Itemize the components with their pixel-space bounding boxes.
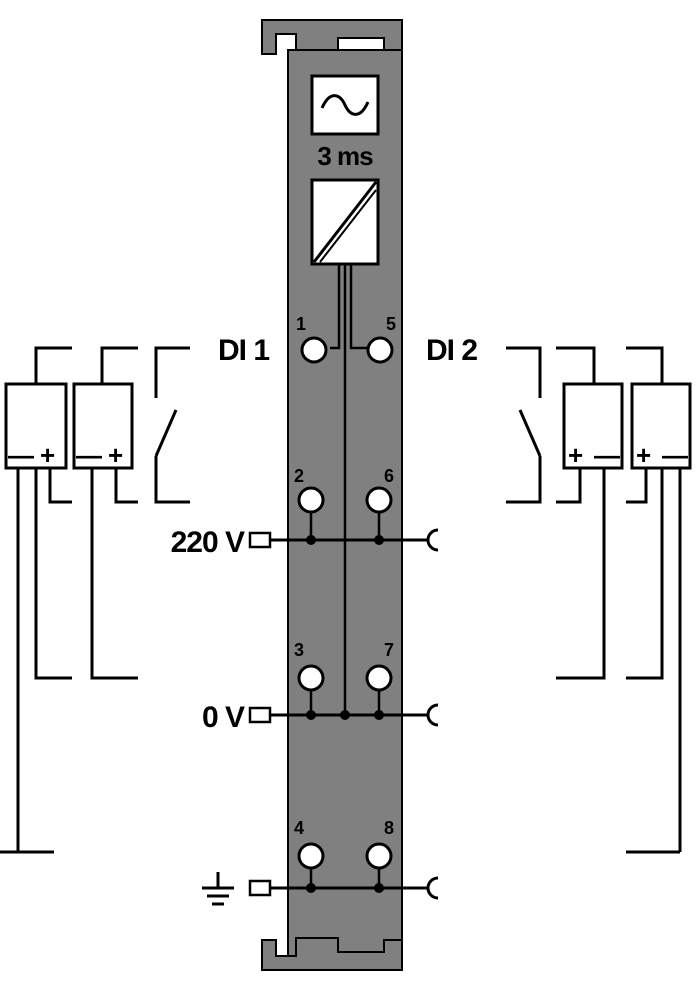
terminal-6-number: 6: [384, 466, 394, 486]
terminal-4: 4: [294, 818, 325, 870]
terminal-1: 1: [296, 314, 328, 364]
supply-220v-label: 220 V: [171, 526, 245, 559]
right-device-2-plus: +: [636, 440, 651, 470]
dc-converter-icon: [310, 178, 380, 266]
tilde-icon: [310, 74, 380, 136]
filter-time-label: 3 ms: [317, 141, 373, 171]
terminal-7: 7: [365, 640, 394, 692]
left-sensor-wiring: [0, 346, 190, 854]
bus-220v: [248, 528, 439, 552]
terminal-1-number: 1: [296, 314, 306, 334]
terminal-3: 3: [294, 640, 325, 692]
terminal-5: 5: [366, 314, 396, 364]
bus-0v: [248, 703, 439, 727]
left-device-2-plus: +: [108, 440, 123, 470]
terminal-2: 2: [294, 466, 325, 514]
right-device-1-plus: +: [568, 440, 583, 470]
bus-earth: [248, 876, 439, 900]
terminal-8: 8: [365, 818, 394, 870]
channel-di2-label: DI 2: [426, 334, 477, 367]
right-device-2-minus: —: [662, 440, 688, 470]
channel-di1-label: DI 1: [218, 334, 269, 367]
terminal-7-number: 7: [384, 640, 394, 660]
terminal-5-number: 5: [386, 314, 396, 334]
left-device-1-minus: —: [8, 440, 34, 470]
ground-icon: [202, 872, 234, 906]
terminal-8-number: 8: [384, 818, 394, 838]
terminal-6: 6: [365, 466, 394, 514]
terminal-3-number: 3: [294, 640, 304, 660]
terminal-2-number: 2: [294, 466, 304, 486]
terminal-4-number: 4: [294, 818, 304, 838]
right-sensor-wiring: [506, 346, 692, 854]
left-device-1-plus: +: [40, 440, 55, 470]
right-device-1-minus: —: [594, 440, 620, 470]
zero-0v-label: 0 V: [202, 701, 245, 734]
left-device-2-minus: —: [76, 440, 102, 470]
